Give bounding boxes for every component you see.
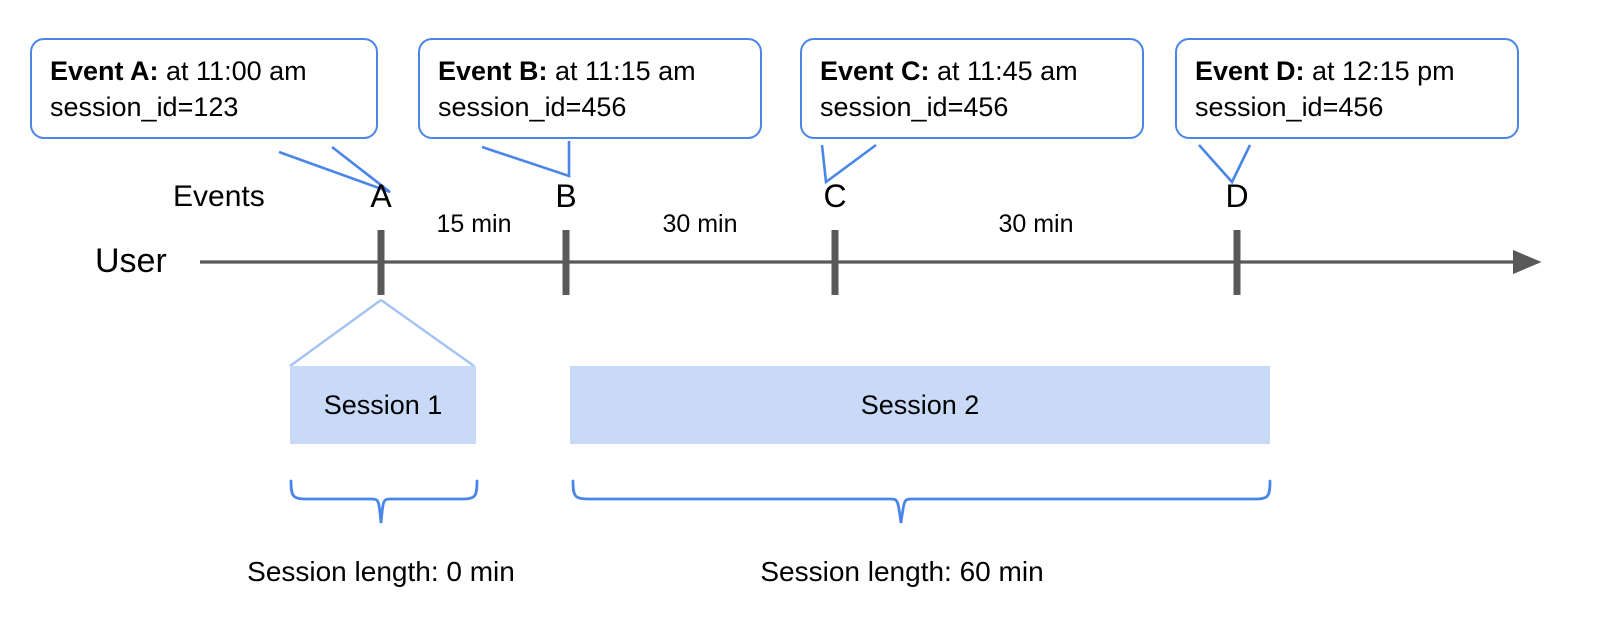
session1-brace: [289, 479, 479, 524]
callout-event-a[interactable]: Event A: at 11:00 am session_id=123: [30, 38, 378, 140]
callout-lead: Event B:: [438, 56, 548, 86]
user-row-label: User: [95, 242, 167, 280]
callout-rest: at 11:45 am: [929, 56, 1078, 86]
callout-event-c[interactable]: Event C: at 11:45 am session_id=456: [800, 38, 1144, 140]
session-length-label-2: Session length: 60 min: [760, 556, 1044, 587]
gap-label-ab: 15 min: [436, 210, 512, 238]
session-bar-2[interactable]: Session 2: [570, 366, 1270, 444]
tick-label-a: A: [370, 178, 392, 214]
callout-lead: Event C:: [820, 56, 930, 86]
callout-tail-b: [481, 141, 571, 178]
callout-event-b[interactable]: Event B: at 11:15 am session_id=456: [418, 38, 762, 140]
callout-line-1: Event B: at 11:15 am: [438, 54, 744, 90]
callout-line-1: Event A: at 11:00 am: [50, 54, 360, 90]
callout-lead: Event A:: [50, 56, 159, 86]
callout-tail-c: [820, 143, 877, 185]
callout-rest: at 11:00 am: [158, 56, 307, 86]
callout-rest: at 12:15 pm: [1304, 56, 1455, 86]
session-bar-1[interactable]: Session 1: [290, 366, 476, 444]
callout-event-d[interactable]: Event D: at 12:15 pm session_id=456: [1175, 38, 1519, 140]
session-length-label-1: Session length: 0 min: [247, 556, 515, 587]
callout-line-1: Event C: at 11:45 am: [820, 54, 1126, 90]
session1-connector: [289, 299, 475, 367]
callout-lead: Event D:: [1195, 56, 1305, 86]
callout-line-2: session_id=456: [438, 91, 627, 122]
callout-tail-a: [278, 145, 391, 194]
session-bar-label: Session 1: [323, 389, 443, 420]
tick-label-c: C: [823, 178, 847, 214]
callout-rest: at 11:15 am: [547, 56, 696, 86]
callout-line-2: session_id=456: [1195, 91, 1384, 122]
events-row-label: Events: [173, 180, 265, 213]
session2-brace: [571, 479, 1272, 524]
session-bar-label: Session 2: [860, 389, 980, 420]
tick-label-d: D: [1225, 178, 1249, 214]
callout-tail-d: [1198, 144, 1252, 185]
tick-label-b: B: [555, 178, 577, 214]
callout-line-2: session_id=456: [820, 91, 1009, 122]
gap-label-cd: 30 min: [998, 210, 1074, 238]
callout-line-1: Event D: at 12:15 pm: [1195, 54, 1501, 90]
gap-label-bc: 30 min: [662, 210, 738, 238]
callout-line-2: session_id=123: [50, 91, 239, 122]
